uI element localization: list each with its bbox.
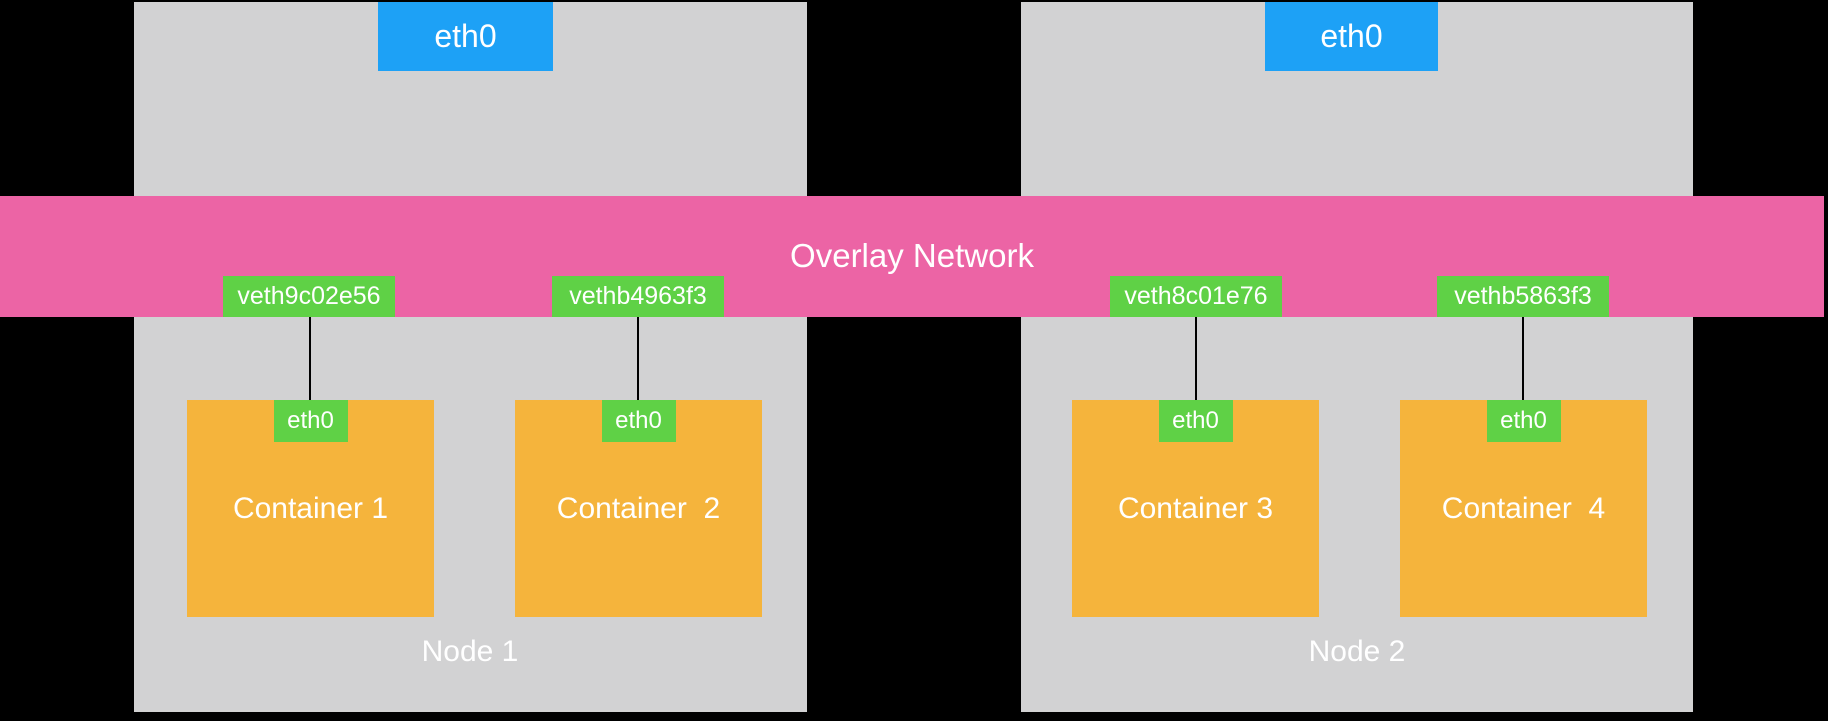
veth-connector-line-1	[309, 317, 311, 400]
node-1-label: Node 1	[421, 635, 519, 668]
container-1-eth0-label: eth0	[273, 400, 348, 442]
container-4-title: Container 4	[1441, 491, 1606, 525]
veth-interface-label-4: vethb5863f3	[1437, 276, 1609, 317]
container-4-eth0-label: eth0	[1486, 400, 1561, 442]
container-2-eth0-label: eth0	[601, 400, 676, 442]
veth-interface-label-2: vethb4963f3	[552, 276, 724, 317]
container-2-title: Container 2	[556, 491, 721, 525]
node-2-label: Node 2	[1308, 635, 1406, 668]
node-1-eth0-interface: eth0	[378, 2, 553, 71]
overlay-network-label: Overlay Network	[790, 237, 1034, 274]
container-1-box: eth0 Container 1	[187, 400, 434, 617]
veth-connector-line-4	[1522, 317, 1524, 400]
container-1-title: Container 1	[232, 491, 389, 525]
veth-connector-line-3	[1195, 317, 1197, 400]
container-2-box: eth0 Container 2	[515, 400, 762, 617]
container-3-box: eth0 Container 3	[1072, 400, 1319, 617]
container-4-box: eth0 Container 4	[1400, 400, 1647, 617]
veth-connector-line-2	[637, 317, 639, 400]
veth-interface-label-3: veth8c01e76	[1110, 276, 1282, 317]
container-3-title: Container 3	[1117, 491, 1274, 525]
veth-interface-label-1: veth9c02e56	[223, 276, 395, 317]
container-3-eth0-label: eth0	[1158, 400, 1233, 442]
node-2-eth0-interface: eth0	[1265, 2, 1438, 71]
